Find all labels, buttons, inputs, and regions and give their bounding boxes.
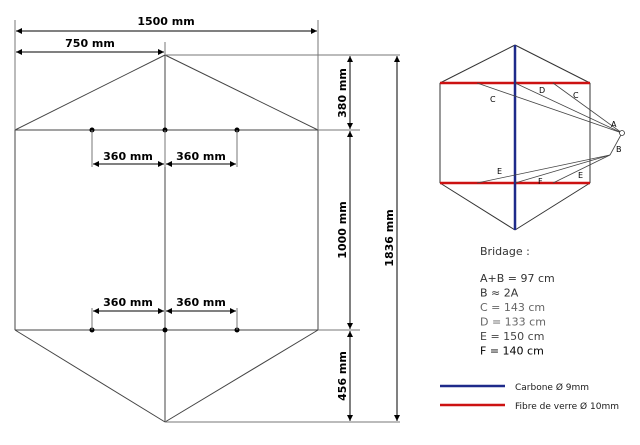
point-label-e1: E: [497, 167, 502, 176]
main-sail-outline: [14, 54, 319, 423]
bottom-height-label: 456 mm: [336, 351, 349, 401]
point-label-d: D: [539, 86, 545, 95]
bridle-kite-outline: [439, 44, 591, 231]
half-width-label: 750 mm: [65, 37, 115, 50]
tow-point: [619, 130, 625, 136]
total-width-label: 1500 mm: [137, 15, 194, 28]
bridle-measurement: A+B = 97 cm: [480, 272, 555, 285]
spacing-bottom-right-label: 360 mm: [176, 296, 226, 309]
bridle-measurements: A+B = 97 cm B ≈ 2AC = 143 cm D = 133 cmE =…: [480, 272, 555, 358]
legend-fiber-label: Fibre de verre Ø 10mm: [515, 401, 619, 412]
spacing-bottom-left-label: 360 mm: [103, 296, 153, 309]
legend-carbon-label: Carbone Ø 9mm: [515, 382, 589, 393]
middle-height-label: 1000 mm: [336, 201, 349, 258]
attachment-dot: [162, 327, 168, 333]
top-height-label: 380 mm: [336, 68, 349, 118]
bridle-measurement: F = 140 cm: [480, 345, 544, 358]
point-label-c1: C: [490, 95, 496, 104]
point-label-b: B: [616, 145, 622, 154]
point-label-f: F: [538, 177, 543, 186]
bridle-measurement: C = 143 cm: [480, 301, 545, 314]
total-height-label: 1836 mm: [383, 209, 396, 266]
bridle-measurement: D = 133 cm: [480, 316, 546, 329]
spacing-top-left-label: 360 mm: [103, 150, 153, 163]
bridle-lines: [476, 82, 623, 184]
point-label-a: A: [611, 120, 617, 129]
spacing-top-right-label: 360 mm: [176, 150, 226, 163]
bridle-measurement: E = 150 cm: [480, 330, 544, 343]
bridle-title: Bridage :: [480, 245, 530, 258]
point-label-c2: C: [573, 91, 579, 100]
point-label-e2: E: [578, 171, 583, 180]
bridle-measurement: B ≈ 2A: [480, 287, 519, 300]
